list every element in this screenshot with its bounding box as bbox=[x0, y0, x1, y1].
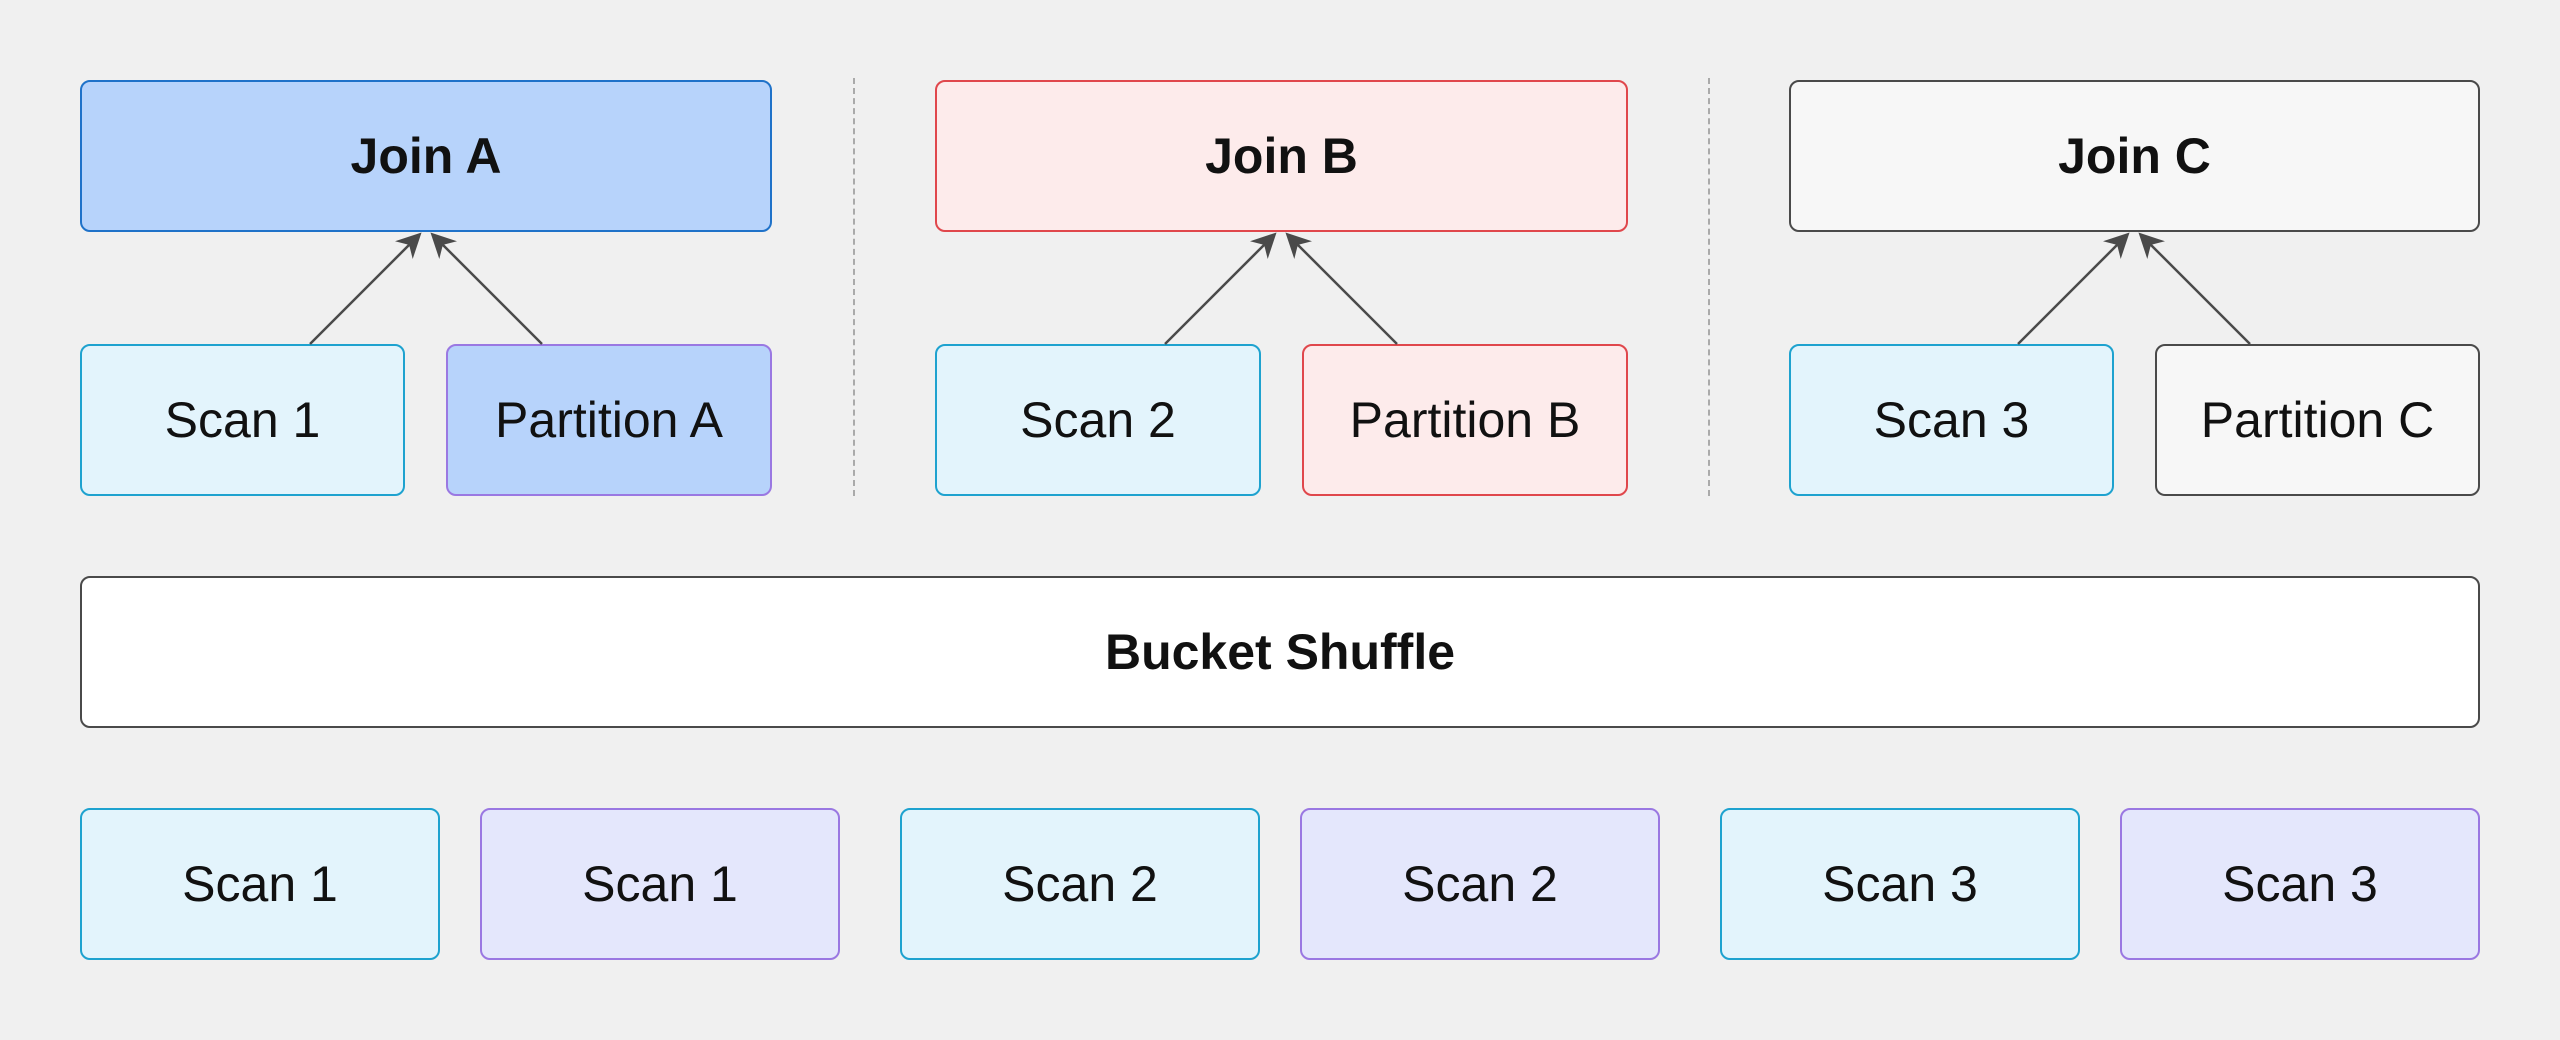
scan-2-node: Scan 2 bbox=[935, 344, 1261, 496]
bucket-shuffle-node: Bucket Shuffle bbox=[80, 576, 2480, 728]
scan-1-node: Scan 1 bbox=[80, 344, 405, 496]
bottom-scan-node: Scan 1 bbox=[80, 808, 440, 960]
bottom-scan-node: Scan 3 bbox=[1720, 808, 2080, 960]
group-divider-1 bbox=[853, 78, 855, 496]
scan-3-node: Scan 3 bbox=[1789, 344, 2114, 496]
join-a-node: Join A bbox=[80, 80, 772, 232]
edge-scan1-to-join-a bbox=[309, 232, 422, 345]
group-divider-2 bbox=[1708, 78, 1710, 496]
bottom-scan-replica-node: Scan 1 bbox=[480, 808, 840, 960]
partition-b-node: Partition B bbox=[1302, 344, 1628, 496]
edge-partition-c-to-join-c bbox=[2138, 232, 2251, 345]
edge-partition-b-to-join-b bbox=[1285, 232, 1398, 345]
join-c-node: Join C bbox=[1789, 80, 2480, 232]
bottom-scan-replica-node: Scan 3 bbox=[2120, 808, 2480, 960]
join-b-node: Join B bbox=[935, 80, 1628, 232]
edge-scan3-to-join-c bbox=[2017, 232, 2130, 345]
partition-a-node: Partition A bbox=[446, 344, 772, 496]
partition-c-node: Partition C bbox=[2155, 344, 2480, 496]
edge-scan2-to-join-b bbox=[1164, 232, 1277, 345]
bottom-scan-replica-node: Scan 2 bbox=[1300, 808, 1660, 960]
edge-partition-a-to-join-a bbox=[430, 232, 543, 345]
bottom-scan-node: Scan 2 bbox=[900, 808, 1260, 960]
